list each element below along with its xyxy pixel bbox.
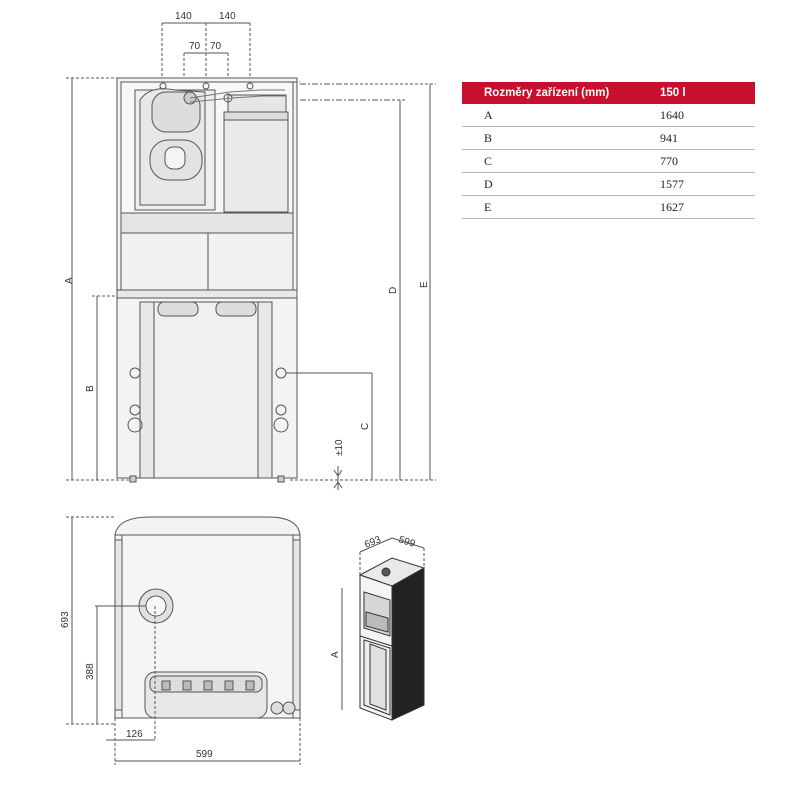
table-row: D 1577 bbox=[462, 172, 755, 196]
top-dimensions bbox=[161, 22, 251, 80]
isometric-dimension-lines bbox=[341, 537, 425, 710]
dim-label-a: A bbox=[64, 277, 75, 284]
dim-70-right: 70 bbox=[210, 41, 222, 52]
table-row: B 941 bbox=[462, 126, 755, 150]
dim-label-d: D bbox=[388, 287, 399, 294]
row-label: E bbox=[462, 195, 660, 219]
isometric-view bbox=[358, 557, 426, 721]
row-value: 941 bbox=[660, 126, 755, 150]
iso-dim-a: A bbox=[330, 651, 341, 658]
top-view-dimension-lines bbox=[66, 516, 300, 762]
front-dimension-lines bbox=[66, 77, 436, 490]
row-value: 1640 bbox=[660, 104, 755, 127]
dim-126: 126 bbox=[126, 729, 143, 740]
front-view bbox=[116, 22, 392, 483]
row-label: B bbox=[462, 126, 660, 150]
dim-label-c: C bbox=[360, 423, 371, 430]
row-value: 1577 bbox=[660, 172, 755, 196]
dim-388: 388 bbox=[85, 663, 96, 680]
dim-140-left: 140 bbox=[175, 11, 192, 22]
iso-dim-693: 693 bbox=[363, 534, 383, 551]
front-dim-labels: 140 140 70 70 A B C D E ±10 bbox=[64, 11, 430, 456]
dim-693: 693 bbox=[60, 611, 71, 628]
row-label: A bbox=[462, 104, 660, 127]
dim-label-e: E bbox=[419, 281, 430, 288]
row-value: 770 bbox=[660, 149, 755, 173]
top-view bbox=[95, 516, 301, 765]
table-row: C 770 bbox=[462, 149, 755, 173]
table-row: A 1640 bbox=[462, 104, 755, 127]
dimensions-table: Rozměry zařízení (mm) 150 l A 1640 B 941… bbox=[462, 82, 755, 219]
row-label: D bbox=[462, 172, 660, 196]
table-header-row: Rozměry zařízení (mm) 150 l bbox=[462, 82, 755, 104]
table-row: E 1627 bbox=[462, 195, 755, 219]
dim-label-tolerance: ±10 bbox=[334, 439, 345, 456]
dim-140-right: 140 bbox=[219, 11, 236, 22]
dim-label-b: B bbox=[85, 385, 96, 392]
row-value: 1627 bbox=[660, 195, 755, 219]
iso-dim-599: 599 bbox=[397, 534, 417, 550]
dim-599: 599 bbox=[196, 749, 213, 760]
table-header-value: 150 l bbox=[660, 82, 755, 104]
dim-70-left: 70 bbox=[189, 41, 201, 52]
top-view-dim-labels: 693 388 126 599 bbox=[60, 611, 213, 760]
row-label: C bbox=[462, 149, 660, 173]
table-header-label: Rozměry zařízení (mm) bbox=[462, 82, 660, 104]
